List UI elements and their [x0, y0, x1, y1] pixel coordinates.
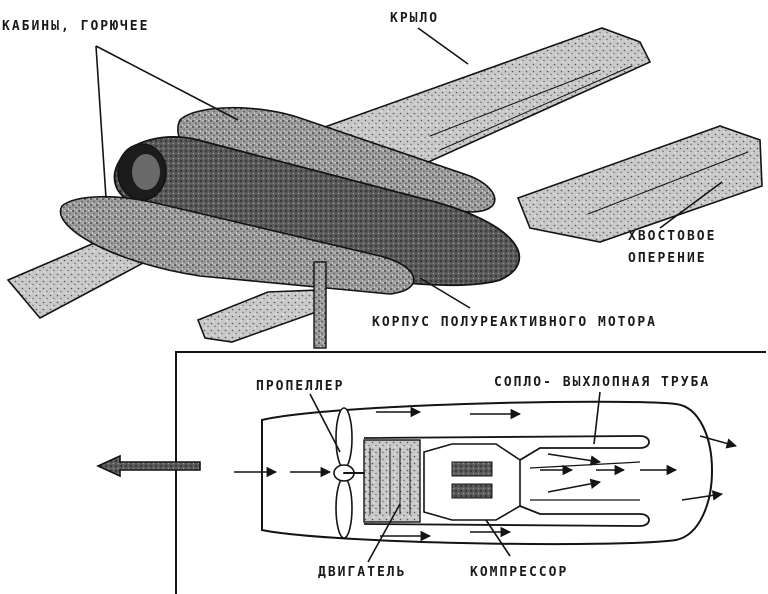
airflow-arrows — [234, 406, 738, 542]
label-motor-body: КОРПУС ПОЛУРЕАКТИВНОГО МОТОРА — [372, 315, 657, 330]
label-cabins-fuel: КАБИНЫ, ГОРЮЧЕЕ — [2, 19, 149, 34]
cutaway-panel: ПРОПЕЛЛЕР СОПЛО- ВЫХЛОПНАЯ ТРУБА ДВИГАТЕ… — [96, 351, 766, 594]
flight-direction-arrow — [96, 454, 201, 478]
compressor-block — [423, 443, 521, 521]
lower-right-stub-wing — [196, 289, 323, 343]
propeller-blades — [333, 407, 365, 539]
engine-block — [363, 439, 421, 523]
label-nozzle-pipe: СОПЛО- ВЫХЛОПНАЯ ТРУБА — [494, 375, 710, 390]
label-compressor: КОМПРЕССОР — [470, 565, 568, 580]
tail-plane — [516, 125, 763, 243]
label-tail-line1: ХВОСТОВОЕ — [628, 229, 716, 244]
exhaust-pipe — [363, 435, 650, 527]
label-tail-line2: ОПЕРЕНИЕ — [628, 251, 707, 266]
label-wing: КРЫЛО — [390, 11, 439, 26]
label-propeller: ПРОПЕЛЛЕР — [256, 379, 344, 394]
cutaway-frame — [175, 351, 766, 594]
nacelle-outline — [261, 400, 713, 546]
stand-pole — [313, 261, 327, 349]
label-engine: ДВИГАТЕЛЬ — [318, 565, 406, 580]
aircraft-illustration — [6, 27, 763, 349]
top-labels: КАБИНЫ, ГОРЮЧЕЕ КРЫЛО ХВОСТОВОЕ ОПЕРЕНИЕ… — [2, 11, 723, 330]
